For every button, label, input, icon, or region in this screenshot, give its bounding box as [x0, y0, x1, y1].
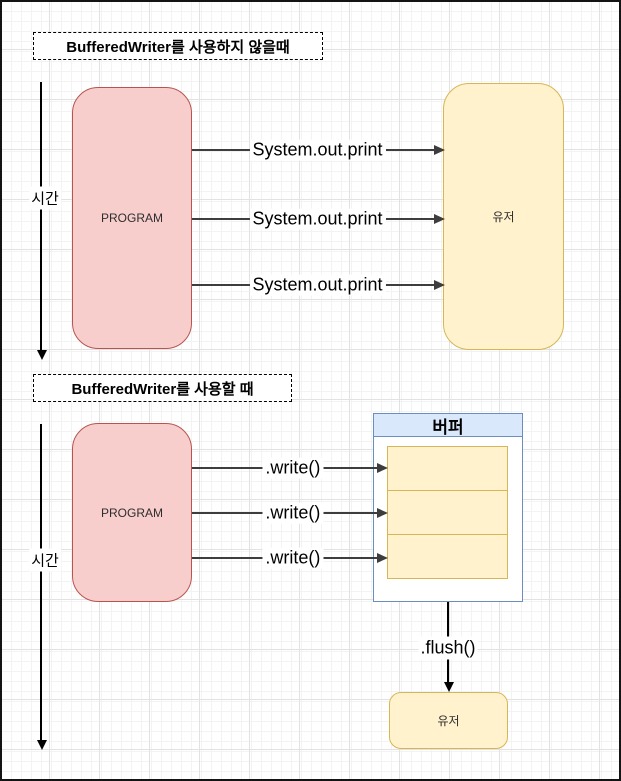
arrowhead-down-icon — [37, 350, 47, 360]
time-arrow-2 — [37, 424, 47, 750]
buffer-slot-stack — [387, 446, 508, 579]
arrow-system-out-print-3: System.out.print — [192, 274, 445, 296]
user-node-1: 유저 — [443, 83, 564, 350]
arrow-write-2: .write() — [192, 502, 388, 524]
section2-title: BufferedWriter를 사용할 때 — [33, 374, 292, 402]
time-label-2: 시간 — [29, 548, 61, 572]
buffer-slot-3 — [387, 534, 508, 579]
buffer-container: 버퍼 — [373, 413, 523, 602]
program-node-1: PROGRAM — [72, 87, 192, 349]
arrow-system-out-print-2: System.out.print — [192, 208, 445, 230]
arrowhead-right-icon — [377, 553, 388, 563]
arrow-write-3: .write() — [192, 547, 388, 569]
arrow-label-system-out-print-1: System.out.print — [249, 139, 386, 161]
arrow-write-1: .write() — [192, 457, 388, 479]
arrowhead-right-icon — [434, 214, 445, 224]
arrow-label-write-1: .write() — [262, 457, 324, 479]
program-label-2: PROGRAM — [100, 505, 163, 520]
arrowhead-down-icon — [444, 682, 454, 692]
arrowhead-right-icon — [434, 280, 445, 290]
user-label-2: 유저 — [437, 714, 460, 728]
time-label-1: 시간 — [29, 186, 61, 210]
user-label-1: 유저 — [492, 210, 515, 224]
arrowhead-right-icon — [377, 508, 388, 518]
user-node-2: 유저 — [389, 692, 508, 749]
flush-label: .flush() — [418, 636, 478, 660]
arrow-system-out-print-1: System.out.print — [192, 139, 445, 161]
section1-title: BufferedWriter를 사용하지 않을때 — [33, 32, 323, 60]
arrowhead-right-icon — [434, 145, 445, 155]
program-node-2: PROGRAM — [72, 423, 192, 602]
arrow-label-write-3: .write() — [262, 547, 324, 569]
arrowhead-down-icon — [37, 740, 47, 750]
buffer-slot-1 — [387, 446, 508, 491]
buffer-slot-2 — [387, 490, 508, 535]
buffer-title: 버퍼 — [432, 417, 464, 437]
buffer-header: 버퍼 — [374, 414, 522, 437]
arrowhead-right-icon — [377, 463, 388, 473]
time-arrow-1 — [37, 82, 47, 360]
program-label-1: PROGRAM — [100, 211, 163, 225]
arrow-label-write-2: .write() — [262, 502, 324, 524]
arrow-label-system-out-print-2: System.out.print — [249, 208, 386, 230]
arrow-label-system-out-print-3: System.out.print — [249, 274, 386, 296]
